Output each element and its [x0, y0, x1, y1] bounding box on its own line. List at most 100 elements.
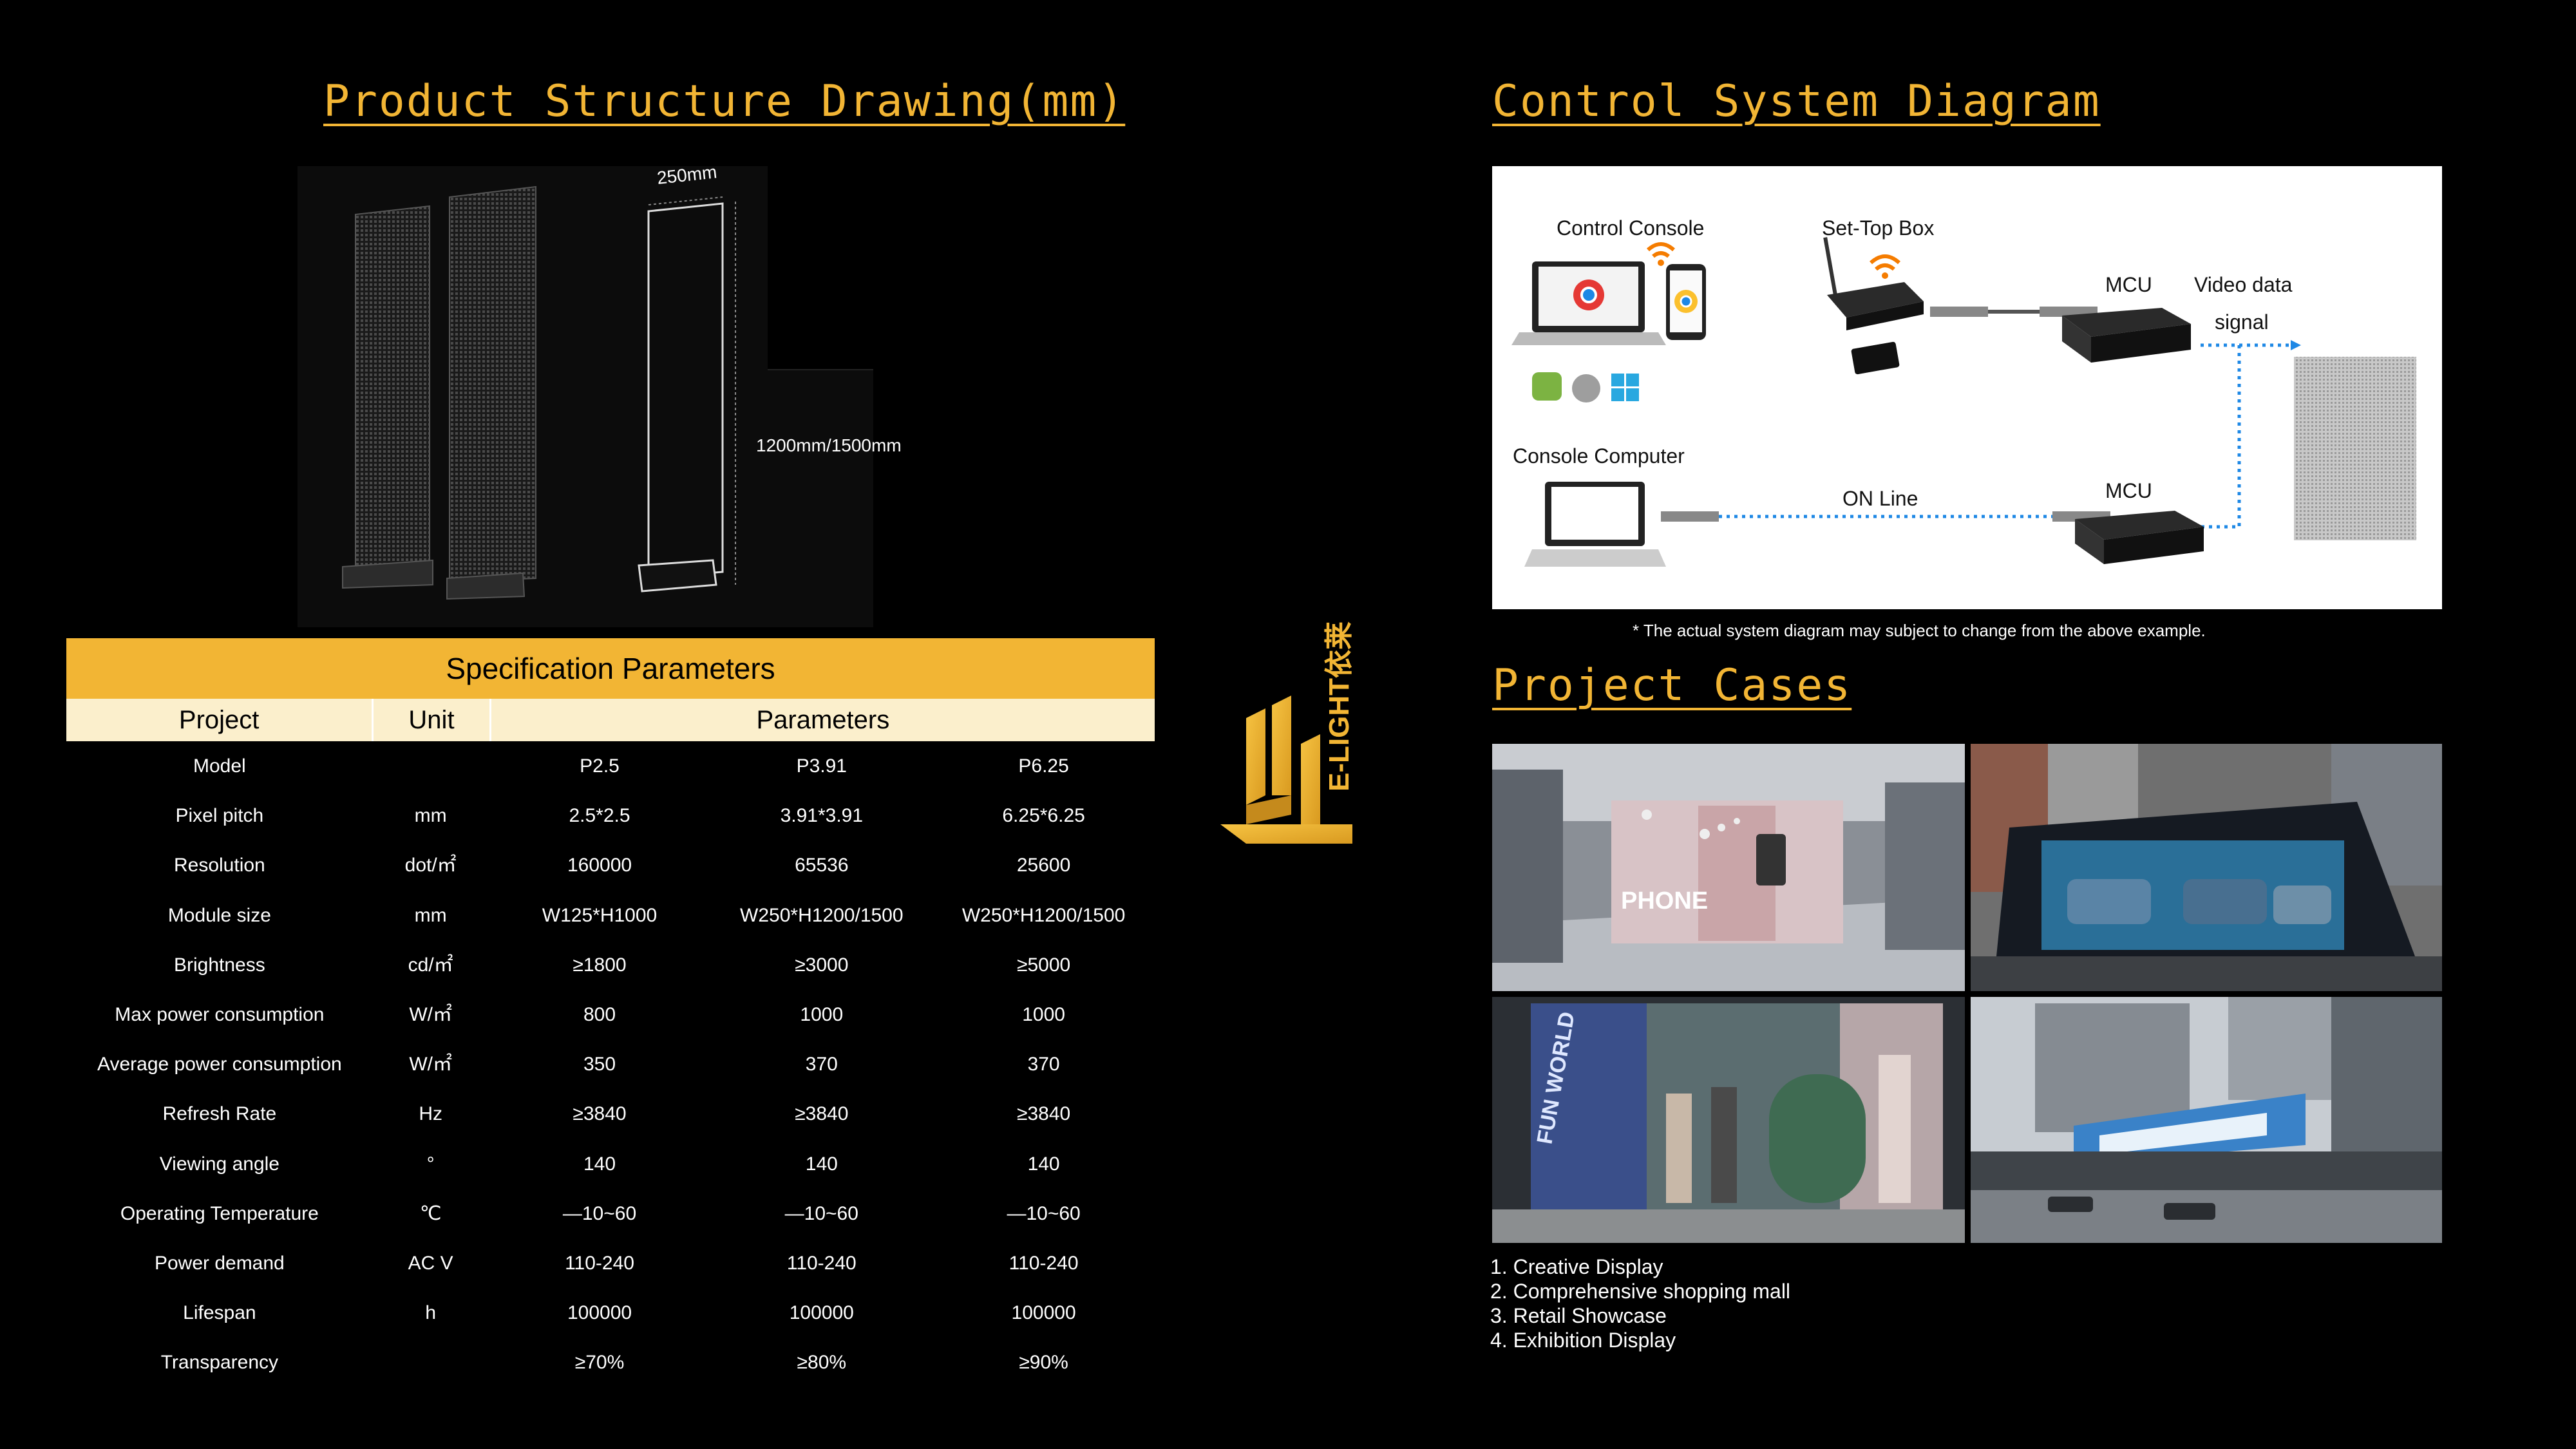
spec-row: Power demand AC V 110-240 110-240 110-240	[66, 1238, 1155, 1288]
spec-row: Resolution dot/㎡ 160000 65536 25600	[66, 840, 1155, 890]
control-diagram-graphic	[1511, 237, 2416, 567]
case-photo-2-graphic	[1971, 744, 2442, 991]
spec-cell-project: Brightness	[173, 954, 265, 976]
spec-cell-p1: 110-240	[565, 1252, 634, 1274]
label-set-top-box: Set-Top Box	[1822, 216, 1935, 240]
case-item-2: 2. Comprehensive shopping mall	[1490, 1280, 1791, 1303]
structure-heading: Product Structure Drawing(mm)	[323, 76, 1126, 127]
spec-cell-unit: mm	[414, 904, 447, 926]
label-signal: signal	[2215, 310, 2269, 334]
spec-cell-p1: 350	[583, 1054, 616, 1075]
spec-cell-p1: ≥70%	[574, 1352, 625, 1374]
spec-cell-project: Power demand	[154, 1252, 285, 1274]
spec-cell-p1: 100000	[567, 1302, 632, 1324]
spec-cell-p2: 370	[805, 1054, 838, 1075]
spec-cell-project: Model	[193, 755, 246, 777]
case-photo-4-graphic	[1971, 997, 2442, 1243]
e-light-logo: E-LIGHT依莱	[1220, 602, 1362, 857]
control-system-diagram: Control Console Set-Top Box MCU Video da…	[1492, 166, 2442, 609]
project-cases-list: 1. Creative Display 2. Comprehensive sho…	[1490, 1255, 1790, 1352]
structure-drawing-graphic	[342, 166, 873, 600]
label-control-console: Control Console	[1557, 216, 1705, 240]
case-photo-3-graphic: FUN WORLD	[1492, 997, 1965, 1243]
spec-cell-project: Transparency	[160, 1352, 279, 1374]
spec-cell-p3: 100000	[1011, 1302, 1076, 1324]
spec-cell-p2: 65536	[795, 855, 849, 876]
control-heading: Control System Diagram	[1492, 76, 2101, 127]
case-photo-1-graphic: PHONE	[1492, 744, 1965, 991]
spec-row: Lifespan h 100000 100000 100000	[66, 1288, 1155, 1338]
spec-cell-project: Lifespan	[183, 1302, 256, 1324]
spec-cell-p3: —10~60	[1007, 1202, 1081, 1224]
spec-cell-p1: ≥1800	[573, 954, 627, 976]
spec-row: Transparency≥70%≥80%≥90%	[66, 1338, 1155, 1387]
spec-cell-p3: 370	[1027, 1054, 1060, 1075]
spec-cell-unit	[373, 741, 489, 791]
structure-drawing: 250mm 1200mm/1500mm	[298, 162, 902, 627]
spec-cell-p3: P6.25	[1018, 755, 1069, 777]
spec-table: Specification Parameters Project Unit Pa…	[66, 638, 1155, 1387]
spec-cell-p1: W125*H1000	[542, 904, 658, 926]
spec-cell-p3: 140	[1027, 1153, 1060, 1175]
spec-cell-unit: cd/㎡	[408, 954, 453, 976]
spec-cell-project: Pixel pitch	[175, 805, 264, 827]
spec-table-header: Project Unit Parameters	[66, 699, 1155, 741]
case-item-1: 1. Creative Display	[1490, 1255, 1663, 1278]
spec-cell-p2: 110-240	[786, 1252, 857, 1274]
case-photo-exhibition-display	[1971, 997, 2442, 1243]
spec-cell-p3: 1000	[1022, 1003, 1065, 1025]
header-unit: Unit	[372, 699, 489, 741]
spec-cell-p3: 110-240	[1009, 1252, 1079, 1274]
spec-cell-unit: W/㎡	[409, 1054, 452, 1075]
spec-cell-p1: 800	[583, 1003, 616, 1025]
spec-cell-unit: dot/㎡	[404, 855, 457, 876]
label-mcu-top: MCU	[2105, 273, 2152, 296]
spec-cell-p3: 25600	[1016, 855, 1071, 876]
spec-cell-project: Refresh Rate	[162, 1103, 277, 1125]
spec-cell-p2: 100000	[789, 1302, 854, 1324]
spec-cell-project: Average power consumption	[97, 1054, 342, 1075]
spec-cell-project: Max power consumption	[115, 1003, 325, 1025]
spec-cell-unit: mm	[414, 805, 447, 827]
spec-cell-p1: P2.5	[580, 755, 620, 777]
spec-row: Operating Temperature℃—10~60—10~60—10~60	[66, 1189, 1155, 1238]
spec-cell-unit	[373, 1338, 489, 1387]
spec-cell-p1: 2.5*2.5	[569, 805, 630, 827]
label-mcu-bottom: MCU	[2105, 479, 2152, 502]
spec-row: Refresh Rate Hz ≥3840 ≥3840 ≥3840	[66, 1089, 1155, 1139]
header-parameters: Parameters	[489, 699, 1155, 741]
spec-cell-p3: 6.25*6.25	[1002, 805, 1085, 827]
spec-row: Model P2.5 P3.91 P6.25	[66, 741, 1155, 791]
spec-cell-p1: ≥3840	[573, 1103, 627, 1125]
spec-cell-unit: W/㎡	[409, 1003, 452, 1025]
spec-cell-p3: W250*H1200/1500	[961, 904, 1126, 926]
spec-cell-p2: W250*H1200/1500	[740, 904, 904, 926]
case-photo-1-text: PHONE	[1621, 887, 1708, 914]
spec-cell-p3: ≥5000	[1017, 954, 1071, 976]
spec-cell-project: Viewing angle	[159, 1153, 279, 1175]
spec-cell-p2: 1000	[800, 1003, 844, 1025]
case-photo-creative-display: PHONE	[1492, 744, 1965, 991]
spec-cell-unit: AC V	[408, 1252, 453, 1274]
case-item-3: 3. Retail Showcase	[1490, 1304, 1667, 1327]
spec-row: Average power consumption W/㎡ 350 370 370	[66, 1039, 1155, 1089]
spec-table-title: Specification Parameters	[66, 638, 1155, 699]
spec-cell-unit: h	[425, 1302, 436, 1324]
spec-cell-p2: ≥3840	[795, 1103, 849, 1125]
spec-cell-p2: —10~60	[784, 1202, 858, 1224]
spec-cell-project: Operating Temperature	[120, 1202, 319, 1224]
spec-cell-unit: Hz	[419, 1103, 442, 1125]
spec-cell-p2: P3.91	[796, 755, 847, 777]
case-photo-retail-showcase: FUN WORLD	[1492, 997, 1965, 1243]
spec-cell-project: Resolution	[173, 855, 265, 876]
control-diagram-note: * The actual system diagram may subject …	[1633, 621, 2206, 640]
spec-cell-p1: —10~60	[562, 1202, 637, 1224]
spec-cell-p3: ≥3840	[1017, 1103, 1071, 1125]
spec-cell-p1: 160000	[567, 855, 632, 876]
header-project: Project	[178, 706, 260, 734]
spec-cell-p2: ≥80%	[797, 1352, 847, 1374]
